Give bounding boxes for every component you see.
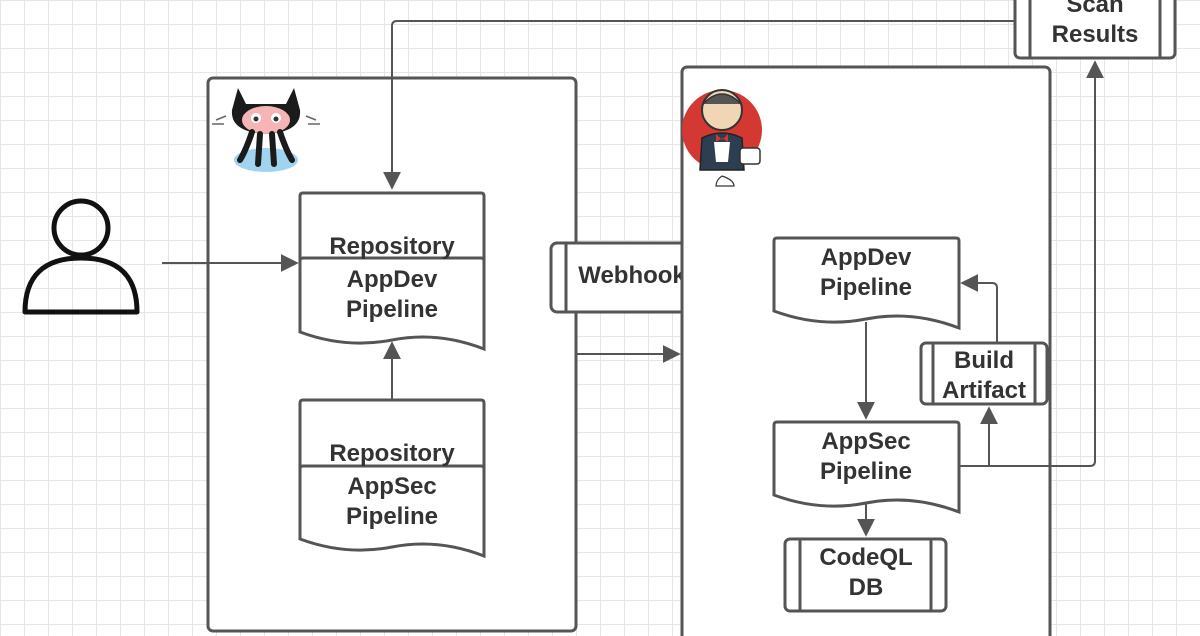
jenkins-appsec-pipeline: AppSec Pipeline — [772, 420, 961, 515]
jenkins-appdev-line2: Pipeline — [820, 274, 912, 301]
jenkins-butler-icon — [682, 89, 762, 187]
connector-scan-results-to-repo — [383, 20, 1015, 190]
repo-appsec-line2: Pipeline — [346, 503, 438, 530]
repo-appdev-document: Repository AppDev Pipeline — [298, 191, 486, 352]
repo-appdev-line2: Pipeline — [346, 296, 438, 323]
repo-appsec-line1: AppSec — [347, 473, 436, 500]
build-artifact-box: Build Artifact — [919, 341, 1049, 406]
webhook-box: Webhook — [549, 241, 715, 314]
jenkins-appsec-line2: Pipeline — [820, 458, 912, 485]
scan-results-box: Scan Results — [1013, 0, 1177, 60]
scan-results-line1: Scan — [1066, 0, 1123, 18]
jenkins-appdev-line1: AppDev — [821, 244, 912, 271]
user-icon — [22, 198, 140, 315]
repo-appsec-title: Repository — [329, 440, 455, 467]
repo-appdev-title: Repository — [329, 233, 455, 260]
jenkins-appdev-pipeline: AppDev Pipeline — [772, 236, 961, 331]
jenkins-appsec-line1: AppSec — [821, 428, 910, 455]
connector-build-artifact-to-appdev — [960, 274, 998, 343]
build-artifact-line2: Artifact — [942, 377, 1026, 404]
github-octocat-icon — [212, 88, 320, 172]
repo-appdev-line1: AppDev — [347, 266, 438, 293]
build-artifact-line1: Build — [954, 347, 1014, 374]
codeql-db-line1: CodeQL — [819, 544, 912, 571]
repo-appsec-document: Repository AppSec Pipeline — [298, 398, 486, 559]
codeql-db-box: CodeQL DB — [783, 537, 948, 613]
connector-appsec-to-scan-results — [989, 60, 1104, 467]
webhook-label: Webhook — [578, 262, 686, 289]
scan-results-line2: Results — [1052, 21, 1139, 48]
codeql-db-line2: DB — [849, 574, 884, 601]
